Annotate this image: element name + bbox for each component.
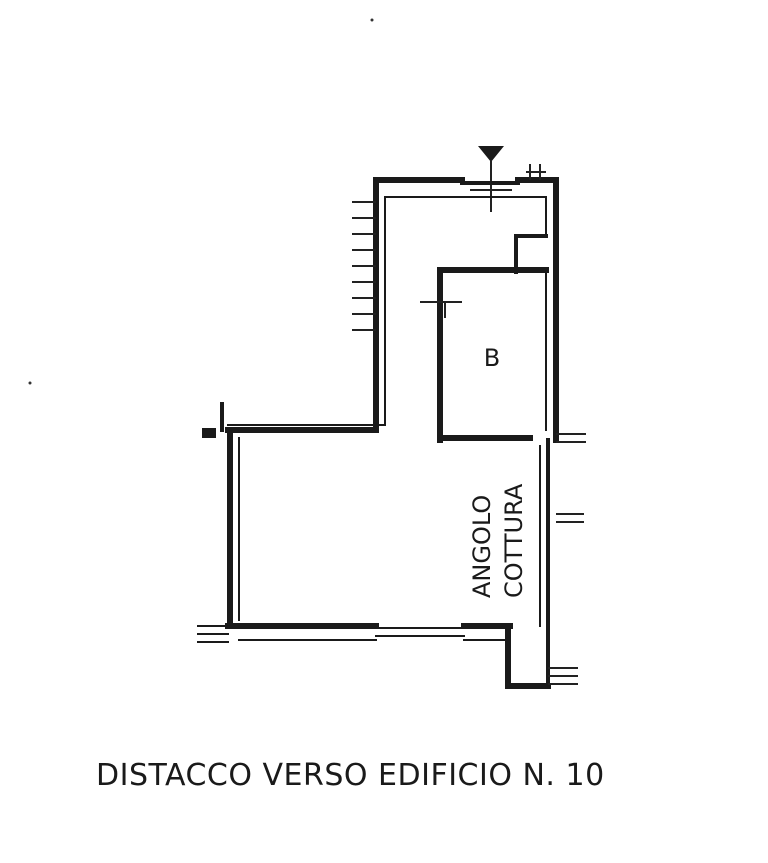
- scan-dot: [28, 381, 32, 385]
- window-marks-left: [352, 201, 376, 331]
- entrance-marker: [470, 146, 512, 212]
- room-label-kitchen: ANGOLO COTTURA: [468, 483, 528, 598]
- bathroom-walls: [420, 267, 549, 443]
- scan-dot: [370, 18, 374, 22]
- room-label-bathroom: B: [484, 344, 500, 372]
- room-label-kitchen-line1: ANGOLO: [468, 495, 496, 598]
- window-marks-right: [526, 164, 586, 685]
- outer-walls: [197, 177, 559, 689]
- room-label-kitchen-line2: COTTURA: [500, 483, 528, 598]
- plan-caption: DISTACCO VERSO EDIFICIO N. 10: [96, 758, 605, 793]
